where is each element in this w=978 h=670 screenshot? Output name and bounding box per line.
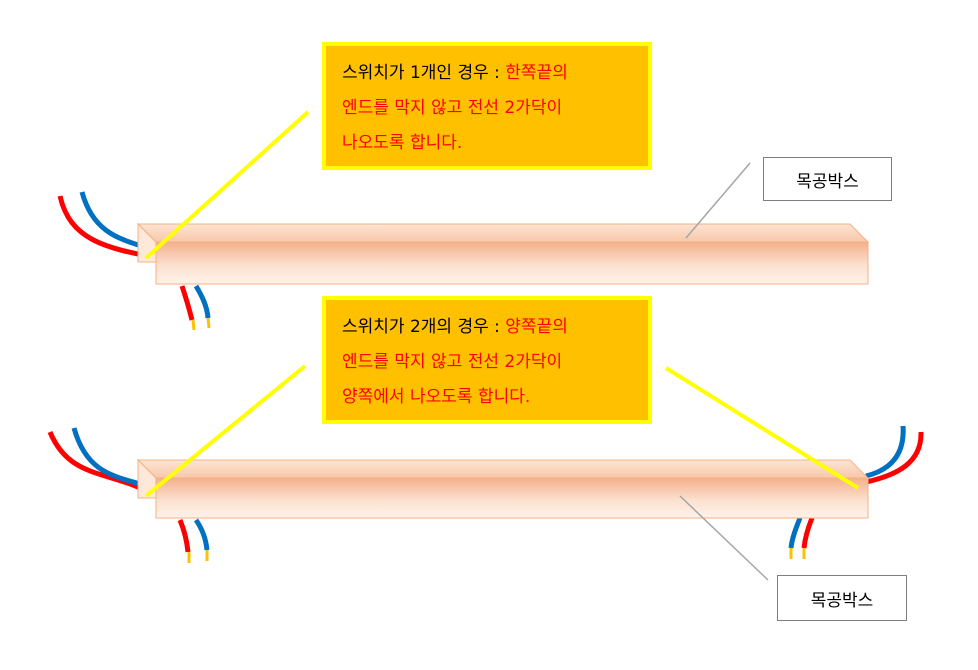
callout-text-black: 스위치가 1개인 경우 : [342, 63, 506, 83]
callout-two-switch: 스위치가 2개의 경우 : 양쪽끝의 엔드를 막지 않고 전선 2가닥이 양쪽에… [322, 296, 652, 424]
wire-blue [193, 284, 211, 319]
callout-line-2: 엔드를 막지 않고 전선 2가닥이 [342, 352, 563, 372]
callout-text-black: 스위치가 2개의 경우 : [342, 317, 506, 337]
callout-line-1: 스위치가 1개인 경우 : 한쪽끝의 [342, 56, 634, 91]
pointer-line-bottom-left [144, 364, 307, 498]
wire-red [177, 519, 191, 553]
wooden-box-bottom [136, 458, 870, 519]
callout-line-3: 나오도록 합니다. [342, 133, 463, 153]
wire-blue [193, 518, 210, 551]
wire-tip [191, 319, 196, 331]
box-front-face [155, 241, 869, 285]
bottom-right-wires [788, 425, 924, 559]
wooden-box-top [136, 222, 870, 285]
callout-text-red: 양쪽끝의 [505, 317, 568, 337]
wire-tip [206, 317, 211, 329]
wire-red [801, 517, 815, 549]
leader-line-top-box [685, 162, 751, 239]
wire-red [179, 285, 195, 321]
leader-line-bottom-box [679, 495, 769, 581]
callout-line-2: 엔드를 막지 않고 전선 2가닥이 [342, 98, 563, 118]
label-wooden-box-top: 목공박스 [763, 157, 892, 201]
box-top-face [136, 459, 870, 479]
wire-red [865, 431, 924, 485]
callout-line-3: 양쪽에서 나오도록 합니다. [342, 387, 531, 407]
pointer-line-top [144, 110, 310, 260]
wire-blue [865, 425, 906, 479]
callout-one-switch: 스위치가 1개인 경우 : 한쪽끝의 엔드를 막지 않고 전선 2가닥이 나오도… [322, 42, 652, 170]
wire-blue [788, 517, 803, 549]
label-wooden-box-bottom: 목공박스 [777, 575, 907, 621]
box-top-face [136, 223, 870, 243]
callout-text-red: 한쪽끝의 [505, 63, 568, 83]
callout-line-1: 스위치가 2개의 경우 : 양쪽끝의 [342, 310, 634, 345]
pointer-line-bottom-right [664, 366, 860, 490]
box-front-face [155, 477, 869, 519]
